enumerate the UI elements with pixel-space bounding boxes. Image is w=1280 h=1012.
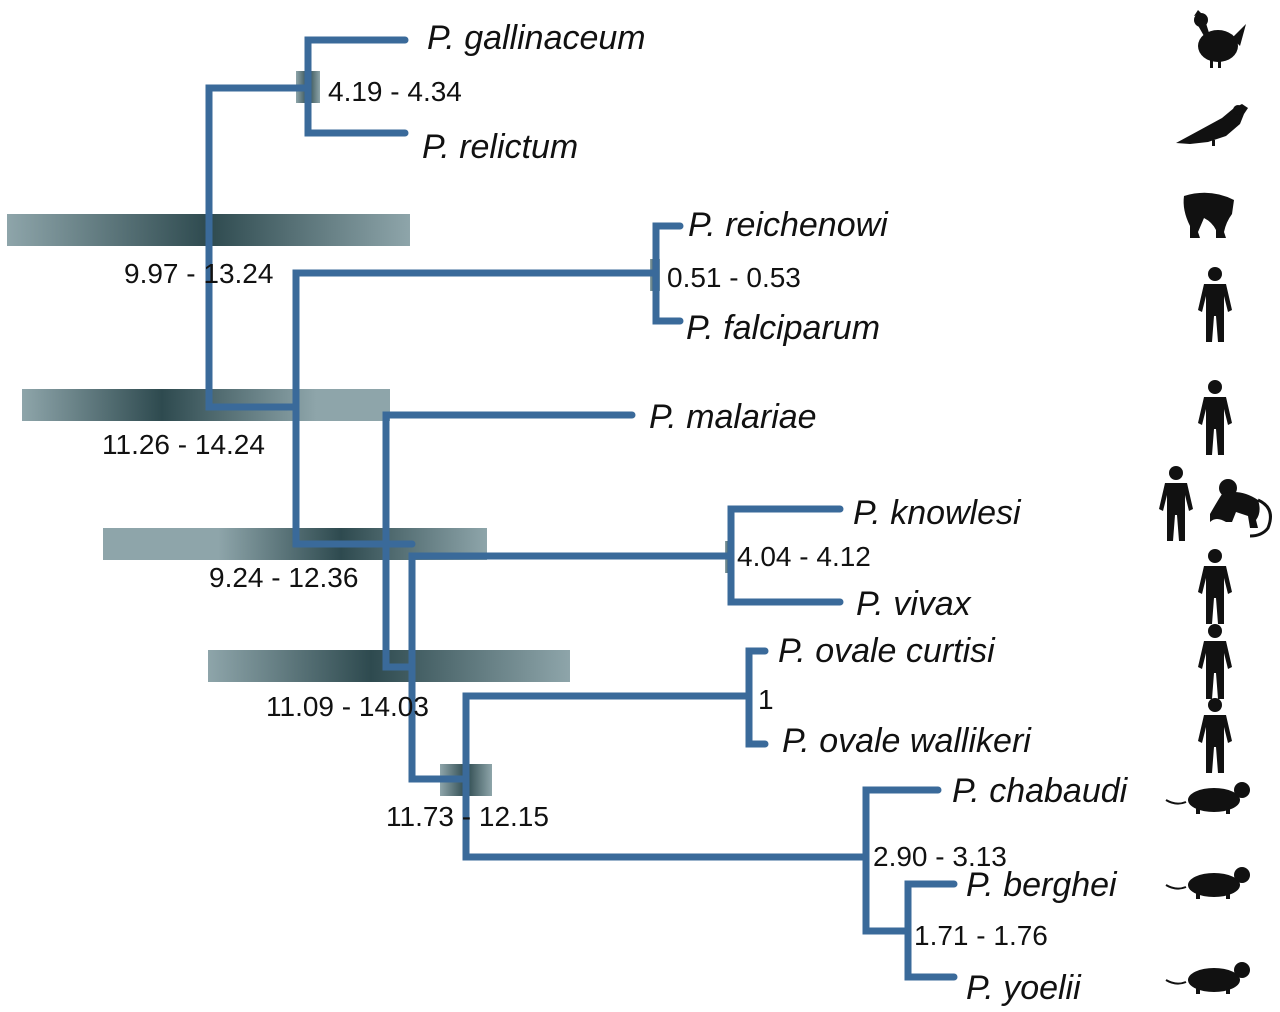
host-silhouettes	[1159, 10, 1272, 994]
taxon-vivax: P. vivax	[856, 585, 972, 623]
rodent-icon	[1165, 867, 1250, 899]
branch-laverania-stem	[292, 269, 660, 548]
taxon-berghei: P. berghei	[966, 866, 1118, 904]
age-rodent: 2.90 - 3.13	[873, 841, 1007, 872]
chicken-icon	[1194, 10, 1246, 68]
taxon-malariae: P. malariae	[649, 398, 817, 436]
human-icon	[1198, 549, 1232, 624]
chimpanzee-icon	[1183, 192, 1234, 238]
branch-knowlesi-vivax-stem	[408, 552, 735, 783]
taxon-labels: P. gallinaceum P. relictum P. reichenowi…	[422, 19, 1129, 1007]
taxon-falciparum: P. falciparum	[686, 309, 880, 347]
taxon-reichenowi: P. reichenowi	[688, 206, 889, 244]
age-malariae-split: 11.09 - 14.03	[266, 691, 429, 722]
taxon-ovale-wallikeri: P. ovale wallikeri	[782, 722, 1032, 760]
branch-berghei-yoelii	[904, 880, 958, 981]
branch-chabaudi	[862, 786, 942, 861]
human-icon	[1198, 380, 1232, 455]
human-icon	[1198, 698, 1232, 773]
taxon-yoelii: P. yoelii	[966, 969, 1082, 1007]
human-icon	[1159, 466, 1193, 541]
branches	[205, 36, 958, 981]
node-age-labels: 4.19 - 4.34 9.97 - 13.24 0.51 - 0.53 11.…	[102, 76, 1048, 951]
macaque-icon	[1210, 479, 1272, 538]
age-laverania: 0.51 - 0.53	[667, 262, 801, 293]
human-icon	[1198, 624, 1232, 699]
age-ovale-rodent: 11.73 - 12.15	[386, 801, 549, 832]
taxon-ovale-curtisi: P. ovale curtisi	[778, 632, 996, 670]
age-laverania-split: 9.24 - 12.36	[209, 562, 358, 593]
age-berghei-yoelii: 1.71 - 1.76	[914, 920, 1048, 951]
branch-avian-stem	[205, 84, 312, 411]
taxon-gallinaceum: P. gallinaceum	[427, 19, 646, 57]
taxon-knowlesi: P. knowlesi	[853, 494, 1022, 532]
age-avian-split: 9.97 - 13.24	[124, 258, 273, 289]
branch-malariae	[382, 411, 636, 671]
age-avian: 4.19 - 4.34	[328, 76, 462, 107]
branch-ovale-stem	[462, 692, 870, 861]
bird-icon	[1176, 104, 1248, 146]
rodent-icon	[1165, 962, 1250, 994]
branch-rodent-inner	[862, 853, 912, 935]
age-knowlesi-vivax: 4.04 - 4.12	[737, 541, 871, 572]
age-root: 11.26 - 14.24	[102, 429, 265, 460]
taxon-relictum: P. relictum	[422, 128, 578, 166]
human-icon	[1198, 267, 1232, 342]
taxon-chabaudi: P. chabaudi	[952, 772, 1129, 810]
age-ovale: 1	[758, 684, 774, 715]
rodent-icon	[1165, 782, 1250, 814]
